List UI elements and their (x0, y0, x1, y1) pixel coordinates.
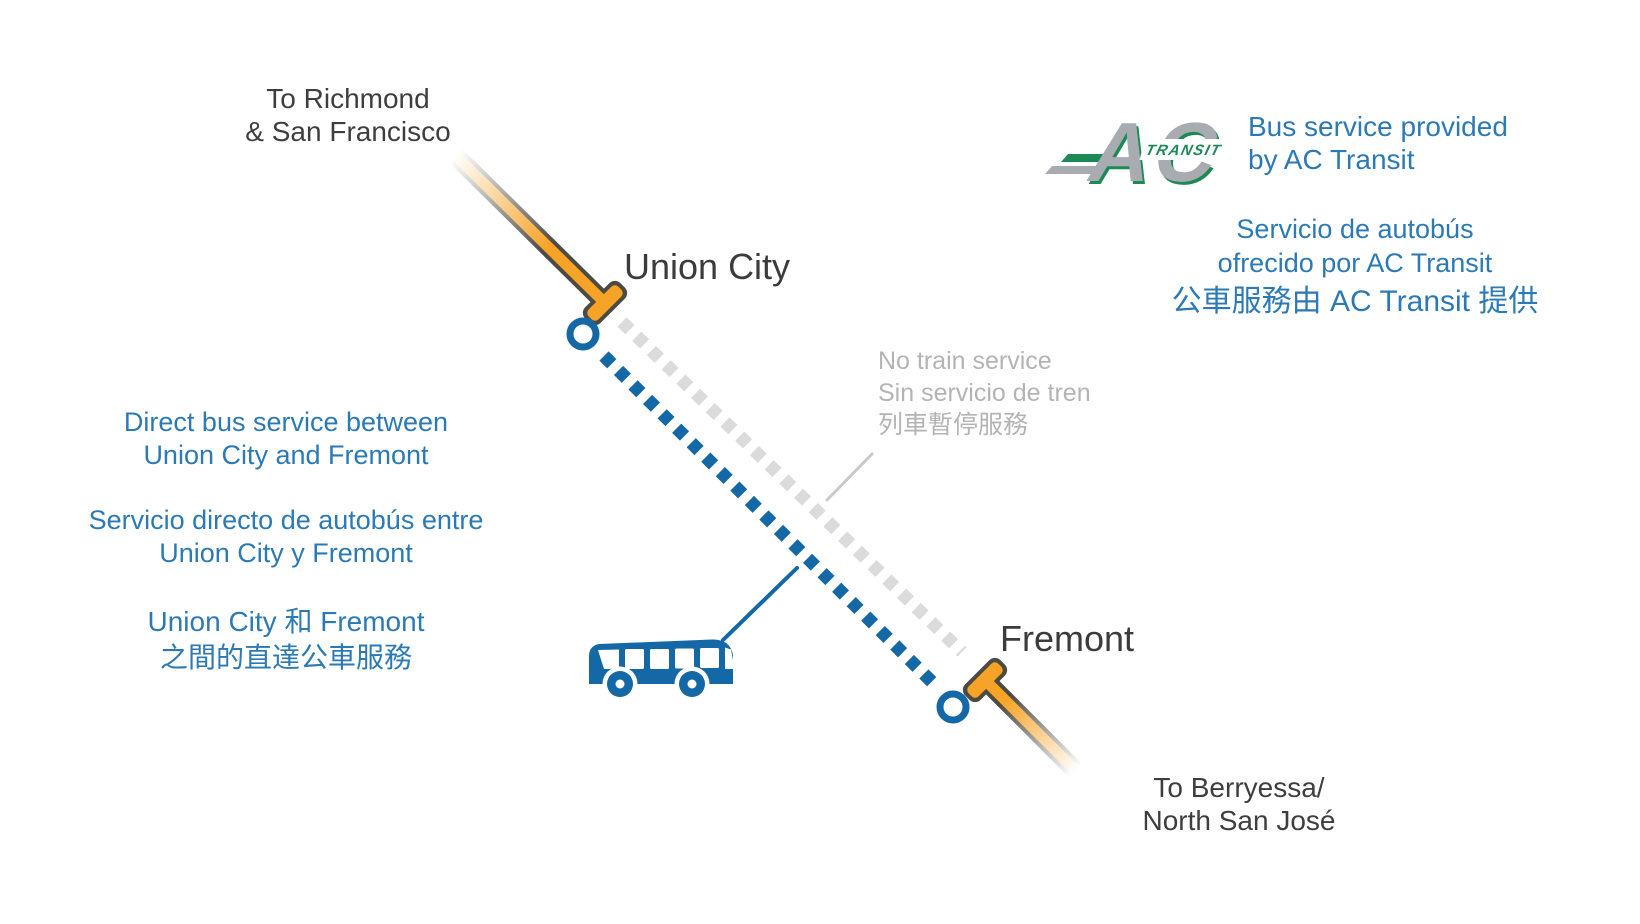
track-out-of-service-line (617, 317, 967, 657)
bus-bridge-line (599, 351, 937, 687)
to-richmond-line2: & San Francisco (245, 116, 451, 147)
to-berryessa-line2: North San José (1142, 805, 1336, 836)
union-city-station-marker (566, 317, 600, 351)
logo-transit-text: TRANSIT (1144, 142, 1224, 159)
note-callout-line (825, 452, 874, 502)
bus-window (700, 648, 719, 668)
bus-service-note-zh: Union City 和 Fremont 之間的直達公車服務 (36, 604, 536, 676)
logo-stripe-green (1061, 154, 1114, 162)
provider-note-es-line1: Servicio de autobús (1236, 214, 1474, 244)
bus-service-note-en-line2: Union City and Fremont (143, 440, 429, 470)
bus-service-note-en-line1: Direct bus service between (123, 407, 449, 437)
bus-wheel-hub (687, 679, 697, 689)
provider-note-en-line1: Bus service provided (1248, 111, 1508, 142)
bus-windshield (725, 647, 733, 669)
bus-callout-line (721, 566, 799, 642)
fremont-station-label: Fremont (1000, 618, 1135, 659)
bus-service-note-zh-line1: Union City 和 Fremont (147, 606, 425, 637)
no-train-service-zh: 列車暫停服務 (878, 411, 1029, 439)
orange-line-to-berryessa (962, 657, 1088, 783)
provider-note-en-line2: by AC Transit (1248, 144, 1415, 175)
provider-note-es-line2: ofrecido por AC Transit (1217, 248, 1493, 278)
provider-note-es: Servicio de autobús ofrecido por AC Tran… (1155, 212, 1555, 280)
bus-service-note-es-line1: Servicio directo de autobús entre (88, 505, 484, 535)
bus-window (598, 649, 619, 669)
to-berryessa-line1: To Berryessa/ (1153, 772, 1325, 803)
bus-icon (589, 639, 733, 702)
to-richmond-label: To Richmond & San Francisco (173, 82, 523, 148)
bus-service-note-en: Direct bus service between Union City an… (36, 406, 536, 472)
no-train-service-note: No train service Sin servicio de tren 列車… (878, 345, 1091, 441)
union-city-station-label: Union City (624, 246, 791, 287)
bus-service-note-es: Servicio directo de autobús entre Union … (36, 504, 536, 570)
bus-service-note-zh-line2: 之間的直達公車服務 (159, 642, 412, 673)
logo-transit-plate (1139, 139, 1241, 160)
bus-window (650, 649, 669, 669)
to-richmond-line1: To Richmond (266, 83, 430, 114)
ac-transit-logo: AC AC TRANSIT (1045, 106, 1241, 203)
orange-line-to-richmond (447, 147, 628, 326)
no-train-service-es: Sin servicio de tren (878, 379, 1091, 407)
logo-stripe-silver (1045, 166, 1108, 174)
bus-service-note-es-line2: Union City y Fremont (159, 538, 413, 568)
provider-note-en: Bus service provided by AC Transit (1248, 110, 1508, 176)
bus-window (625, 649, 644, 669)
bus-window (675, 648, 694, 669)
bus-wheel-hub (615, 679, 625, 689)
provider-note-zh: 公車服務由 AC Transit 提供 (1171, 285, 1539, 318)
to-berryessa-label: To Berryessa/ North San José (1089, 771, 1389, 837)
no-train-service-en: No train service (878, 347, 1052, 375)
fremont-station-marker (936, 690, 970, 724)
